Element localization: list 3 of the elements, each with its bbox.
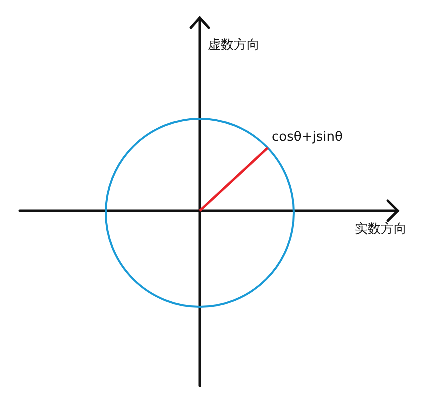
axis-label: 虚数方向	[208, 38, 260, 54]
formula-label: cosθ+jsinθ	[272, 130, 343, 146]
axis-label: 实数方向	[355, 222, 407, 238]
